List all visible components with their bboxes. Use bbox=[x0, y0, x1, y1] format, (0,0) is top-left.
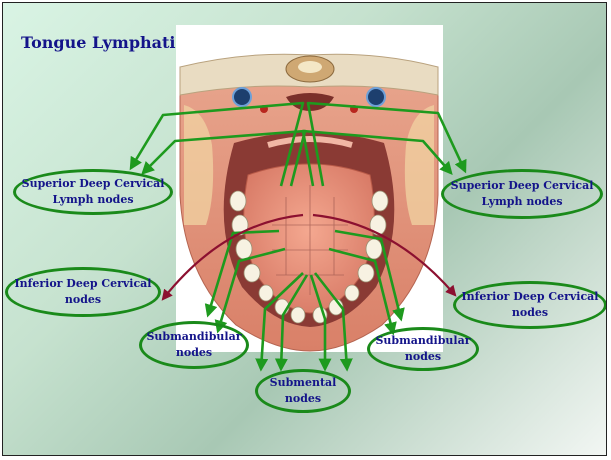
arrow-superior-right-inner bbox=[301, 129, 453, 187]
arrow-submandibular-right-2 bbox=[328, 247, 397, 336]
node-submental: Submental nodes bbox=[255, 369, 351, 413]
node-label-line1: Submandibular bbox=[375, 334, 471, 347]
node-label-line1: Submandibular bbox=[146, 330, 242, 343]
arrow-submandibular-left-1 bbox=[204, 229, 280, 318]
arrow-submental-4 bbox=[313, 272, 353, 372]
vessel-left bbox=[232, 87, 252, 107]
slide: Tongue Lymphatics bbox=[2, 2, 607, 456]
node-label-line1: Superior Deep Cervical bbox=[21, 177, 165, 190]
node-inferior-deep-cervical-left: Inferior Deep Cervical nodes bbox=[5, 267, 161, 317]
arrow-superior-right-outer bbox=[306, 101, 467, 187]
node-label-line2: nodes bbox=[64, 293, 102, 306]
lymph-drainage-arrows bbox=[129, 101, 467, 372]
node-inferior-deep-cervical-right: Inferior Deep Cervical nodes bbox=[453, 281, 606, 329]
gland-right bbox=[404, 105, 434, 225]
node-label-line1: Inferior Deep Cervical bbox=[14, 277, 152, 290]
teeth-left bbox=[229, 190, 306, 324]
node-label-line1: Superior Deep Cervical bbox=[450, 179, 594, 192]
vertebra-canal bbox=[298, 61, 322, 73]
arrow-inferior-left bbox=[161, 213, 304, 301]
node-label-line2: nodes bbox=[175, 346, 213, 359]
node-label-line2: nodes bbox=[284, 392, 322, 405]
node-label-line2: Lymph nodes bbox=[481, 195, 563, 208]
soft-palate bbox=[267, 136, 353, 148]
slide-title: Tongue Lymphatics bbox=[21, 33, 195, 52]
node-label-line1: Inferior Deep Cervical bbox=[461, 290, 599, 303]
node-superior-deep-cervical-right: Superior Deep Cervical Lymph nodes bbox=[441, 169, 603, 219]
arrow-submandibular-left-2 bbox=[214, 247, 286, 334]
node-label-line1: Submental bbox=[269, 376, 337, 389]
arrow-submental-2 bbox=[274, 274, 309, 372]
node-submandibular-right: Submandibular nodes bbox=[367, 327, 479, 371]
node-label-line2: nodes bbox=[404, 350, 442, 363]
node-label-line2: nodes bbox=[511, 306, 549, 319]
node-superior-deep-cervical-left: Superior Deep Cervical Lymph nodes bbox=[13, 169, 173, 215]
arrow-submental-3 bbox=[309, 274, 332, 372]
gland-left bbox=[184, 105, 214, 225]
arrow-submental-1 bbox=[255, 272, 304, 372]
node-label-line2: Lymph nodes bbox=[52, 193, 134, 206]
node-submandibular-left: Submandibular nodes bbox=[139, 321, 249, 369]
arrow-submandibular-right-1 bbox=[334, 229, 405, 322]
vessel-right bbox=[366, 87, 386, 107]
arrow-superior-left-inner bbox=[141, 129, 307, 187]
arrow-inferior-right bbox=[312, 213, 457, 297]
arrow-superior-left-outer bbox=[129, 101, 305, 187]
